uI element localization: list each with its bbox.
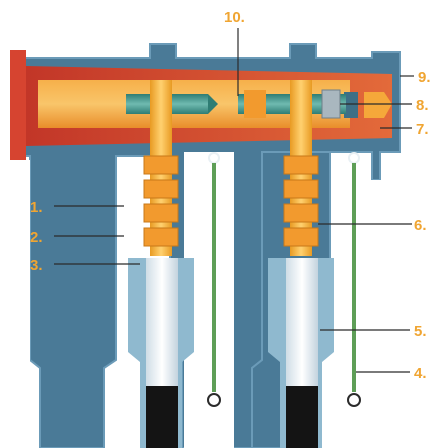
callout-7: 7.	[416, 121, 429, 138]
callout-10: 10.	[224, 9, 245, 26]
left-flange	[10, 50, 26, 160]
callout-6: 6.	[414, 217, 427, 234]
left-outer-gap	[0, 160, 30, 448]
callout-8: 8.	[416, 97, 429, 114]
callout-4: 4.	[414, 365, 427, 382]
callout-3: 3.	[30, 257, 43, 274]
earth-wire-right	[347, 152, 361, 407]
cable-left	[146, 258, 178, 448]
callout-5: 5.	[414, 323, 427, 340]
callout-1: 1.	[30, 199, 43, 216]
cable-right	[286, 258, 318, 448]
callout-2: 2.	[30, 229, 43, 246]
end-cap	[344, 92, 392, 118]
right-leg-gap	[332, 180, 443, 448]
callout-9: 9.	[418, 69, 431, 86]
conductor-right	[283, 80, 319, 256]
earth-wire-left	[207, 152, 221, 407]
conductor-left	[143, 80, 179, 256]
hex-nut	[321, 89, 341, 119]
